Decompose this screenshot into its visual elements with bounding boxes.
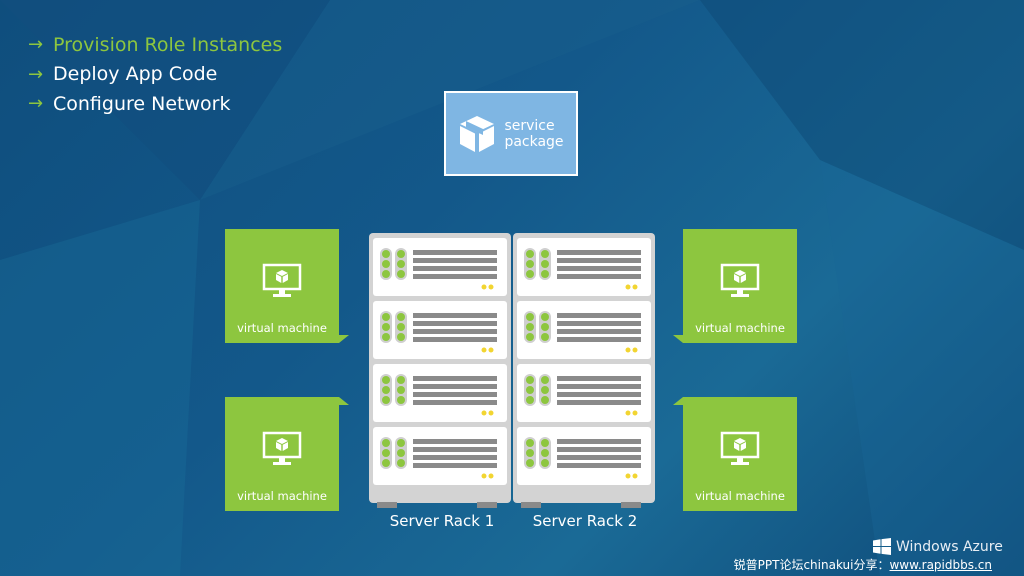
virtual-machine-bottom-right: virtual machine [683,397,797,511]
step-configure: → Configure Network [28,89,282,119]
vm-label: virtual machine [237,321,327,335]
arrow-right-icon: → [28,34,44,56]
package-label-line2: package [504,133,564,150]
server-rack-1 [369,233,511,508]
step-list: → Provision Role Instances → Deploy App … [28,30,282,119]
rack-label: Server Rack 2 [532,512,638,530]
arrow-right-icon: → [28,93,44,115]
vm-pointer [673,397,683,405]
vm-pointer [673,335,683,343]
virtual-machine-bottom-left: virtual machine [225,397,339,511]
server-unit [373,427,507,485]
server-unit [517,364,651,422]
credit-link[interactable]: www.rapidbbs.cn [889,558,992,572]
rack-foot [377,502,397,508]
step-label: Provision Role Instances [53,33,283,56]
vm-pointer [339,397,349,405]
step-label: Configure Network [53,92,231,115]
step-deploy: → Deploy App Code [28,60,282,90]
vm-label: virtual machine [695,489,785,503]
step-provision: → Provision Role Instances [28,30,282,60]
arrow-right-icon: → [28,63,44,85]
windows-azure-brand: Windows Azure [873,538,1003,555]
step-label: Deploy App Code [53,63,218,86]
rack-label: Server Rack 1 [389,512,495,530]
package-label-line1: service [504,117,555,134]
server-unit [517,301,651,359]
monitor-icon [720,263,760,297]
vm-label: virtual machine [695,321,785,335]
vm-pointer [339,335,349,343]
rack-foot [621,502,641,508]
windows-logo-icon [873,538,891,555]
monitor-icon [262,263,302,297]
server-unit [517,427,651,485]
brand-label: Windows Azure [896,538,1003,555]
rack-foot [477,502,497,508]
virtual-machine-top-right: virtual machine [683,229,797,343]
server-unit [373,238,507,296]
server-rack-2 [513,233,655,508]
monitor-icon [720,431,760,465]
service-package: service package [444,91,578,176]
vm-label: virtual machine [237,489,327,503]
monitor-icon [262,431,302,465]
server-unit [517,238,651,296]
credit-line: 锐普PPT论坛chinakui分享：www.rapidbbs.cn [734,556,992,573]
server-unit [373,364,507,422]
box-icon [460,115,495,152]
rack-foot [521,502,541,508]
virtual-machine-top-left: virtual machine [225,229,339,343]
credit-prefix: 锐普PPT论坛chinakui分享： [733,558,890,572]
server-unit [373,301,507,359]
